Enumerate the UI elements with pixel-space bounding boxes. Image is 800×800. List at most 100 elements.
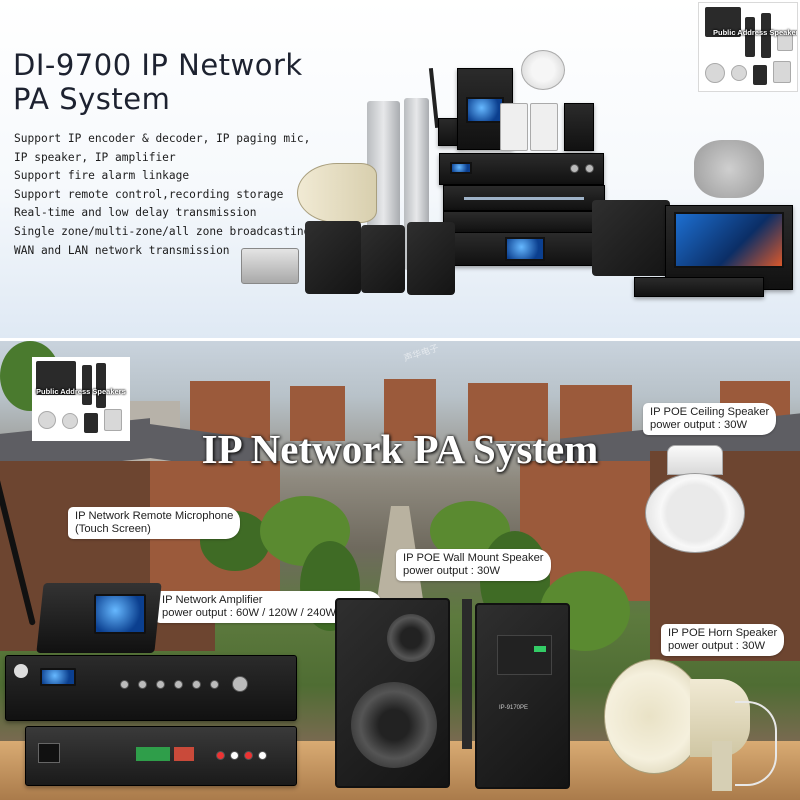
watermark: 声华电子 (402, 342, 440, 364)
label-wall-speaker-detail: power output : 30W (403, 565, 501, 577)
thumb-device (62, 413, 78, 429)
label-horn-speaker: IP POE Horn Speaker power output : 30W (661, 624, 785, 656)
banner-title: IP Network PA System (201, 426, 599, 472)
label-microphone-name: IP Network Remote Microphone (75, 510, 234, 522)
amp-knob (138, 680, 147, 689)
label-wall-speaker-name: IP POE Wall Mount Speaker (403, 552, 544, 564)
label-ceiling-speaker: IP POE Ceiling Speaker power output : 30… (643, 403, 777, 435)
amp-terminal-block (174, 747, 194, 761)
top-title-line1: DI-9700 IP Network (13, 48, 303, 82)
thumbnail-caption: Public Address Speakers (36, 387, 126, 396)
rack-led-strip (464, 197, 584, 200)
monitor-screen (674, 212, 784, 268)
label-microphone: IP Network Remote Microphone (Touch Scre… (68, 507, 241, 539)
label-horn-speaker-name: IP POE Horn Speaker (668, 627, 778, 639)
amplifier-front-graphic (5, 655, 297, 721)
thumb-device (773, 61, 791, 83)
feature-item: Support fire alarm linkage (14, 169, 190, 183)
horn-bell (604, 659, 704, 774)
thumb-device (36, 361, 76, 395)
amp-logo (14, 664, 28, 678)
mic-touch-screen (94, 594, 146, 634)
rack-knob (585, 164, 594, 173)
speaker-tweeter (387, 614, 435, 662)
building-graphic (468, 383, 548, 441)
speaker-model-badge: IP-9170PE (499, 705, 529, 711)
label-wall-speaker: IP POE Wall Mount Speaker power output :… (396, 549, 551, 581)
wall-mount-bracket (462, 599, 472, 749)
label-horn-speaker-detail: power output : 30W (668, 640, 766, 652)
rack-unit-graphic (439, 153, 604, 185)
ceiling-speaker-face (645, 473, 745, 553)
garden-speaker-graphic (694, 140, 764, 198)
portable-case-graphic (592, 200, 670, 276)
amp-knob (120, 680, 129, 689)
amp-knob (192, 680, 201, 689)
wall-speaker-graphic (407, 222, 455, 295)
top-title-line2: PA System (13, 82, 171, 116)
rack-touch-screen (505, 237, 545, 261)
wall-speaker-graphic: IP-9170PE (475, 603, 570, 789)
amp-rca-jack (244, 751, 253, 760)
thumb-device (705, 63, 725, 83)
speaker-status-led (534, 646, 546, 652)
display-screen (466, 97, 504, 123)
label-microphone-detail: (Touch Screen) (75, 523, 151, 535)
thumb-device (84, 413, 98, 433)
amp-rca-jack (258, 751, 267, 760)
label-amplifier-name: IP Network Amplifier (162, 594, 263, 606)
speaker-woofer (351, 682, 437, 768)
thumb-device (753, 65, 767, 85)
amp-master-knob (232, 676, 248, 692)
wall-speaker-graphic (305, 221, 361, 294)
horn-cable (735, 701, 777, 786)
thumbnail-caption: Public Address Speakers (713, 28, 798, 37)
thumb-device (96, 363, 106, 408)
rack-monitor-graphic (665, 205, 793, 290)
feature-list: Support IP encoder & decoder, IP paging … (14, 130, 310, 260)
thumb-device (38, 411, 56, 429)
feature-item: Support remote control,recording storage (14, 187, 284, 201)
ceiling-speaker-graphic (645, 445, 745, 555)
rack-unit-graphic (443, 185, 605, 211)
horn-speaker-graphic (297, 163, 377, 223)
amp-rca-jack (216, 751, 225, 760)
amp-rca-jack (230, 751, 239, 760)
top-title: DI-9700 IP Network PA System (13, 48, 353, 116)
feature-item: WAN and LAN network transmission (14, 243, 230, 257)
speaker-control-panel (497, 635, 552, 675)
rack-unit-graphic (450, 232, 598, 266)
projection-speaker-graphic (241, 248, 299, 284)
rack-display (450, 162, 472, 174)
amp-knob (156, 680, 165, 689)
label-ceiling-speaker-detail: power output : 30W (650, 419, 748, 431)
control-panel-graphic (564, 103, 594, 151)
building-graphic (384, 379, 436, 441)
thumb-device (777, 33, 793, 51)
campus-banner: 声华电子 Public Address Speakers IP Network … (0, 341, 800, 800)
feature-item: IP speaker, IP amplifier (14, 150, 176, 164)
ceiling-speaker-collar (667, 445, 723, 475)
top-banner: DI-9700 IP Network PA System Support IP … (0, 0, 800, 338)
amplifier-back-graphic (25, 726, 297, 786)
product-thumbnail[interactable]: Public Address Speakers (32, 357, 130, 441)
feature-item: Support IP encoder & decoder, IP paging … (14, 132, 311, 145)
thumb-device (82, 365, 92, 405)
keyboard-tray-graphic (634, 277, 764, 297)
wall-speaker-graphic (361, 225, 405, 293)
amp-terminal-block (136, 747, 170, 761)
thumb-device (104, 409, 122, 431)
thumb-device (745, 17, 755, 57)
product-thumbnail[interactable]: Public Address Speakers (698, 2, 798, 92)
building-graphic (290, 386, 345, 441)
thumb-device (705, 7, 741, 37)
intercom-panel-graphic (530, 103, 558, 151)
label-amplifier-detail: power output : 60W / 120W / 240W / 350W (162, 607, 375, 619)
feature-item: Real-time and low delay transmission (14, 206, 257, 220)
amp-knob (174, 680, 183, 689)
amp-display (40, 668, 76, 686)
intercom-panel-graphic (500, 103, 528, 151)
rack-knob (570, 164, 579, 173)
amp-power-socket (38, 743, 60, 763)
feature-item: Single zone/multi-zone/all zone broadcas… (14, 224, 311, 238)
